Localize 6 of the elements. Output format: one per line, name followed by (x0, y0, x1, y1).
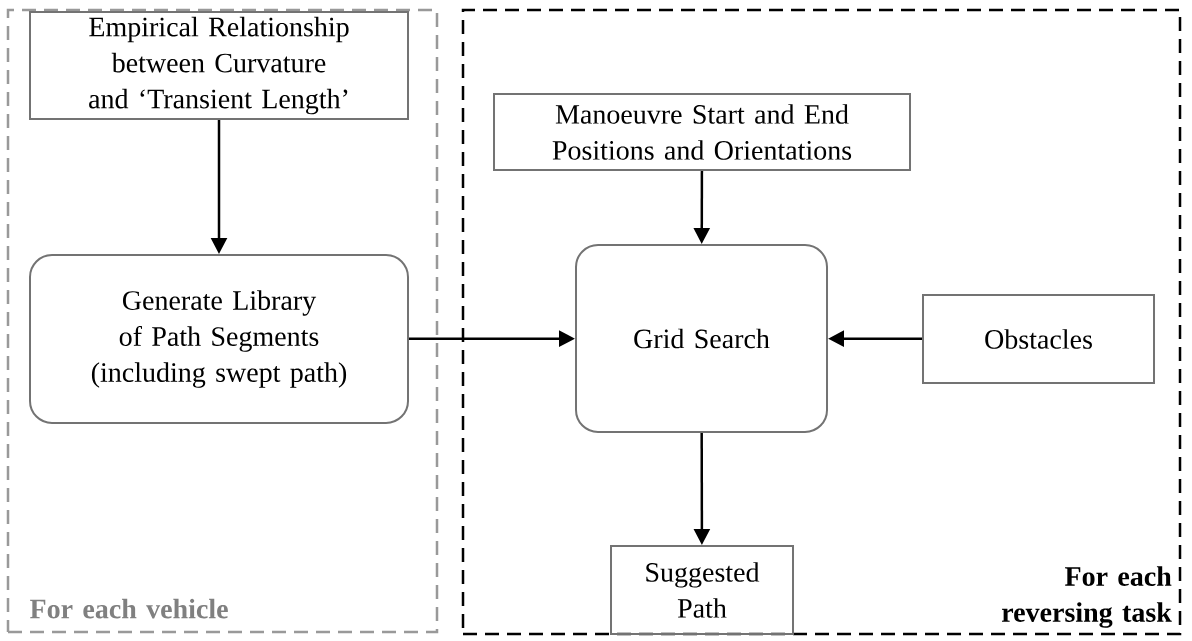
rounded-box: Grid Search (575, 244, 828, 433)
text-box: Obstacles (922, 294, 1155, 384)
text-box: Empirical Relationship between Curvature and ‘Transient Length’ (29, 11, 409, 120)
text-box: Suggested Path (610, 545, 794, 635)
rounded-box: Generate Library of Path Segments (including swept path) (29, 254, 409, 424)
text-box: Manoeuvre Start and End Positions and Orientations (493, 93, 911, 171)
